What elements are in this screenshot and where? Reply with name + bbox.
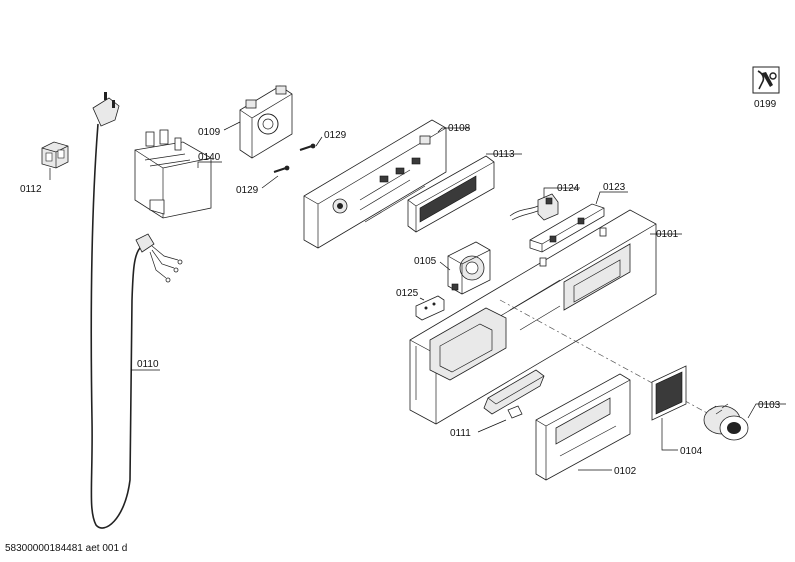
screw-0129-top xyxy=(299,143,316,151)
control-board-0108 xyxy=(303,119,447,249)
bracket-0109 xyxy=(239,85,293,159)
sensor-0124 xyxy=(509,193,559,221)
drawer-front-0102 xyxy=(535,373,631,481)
part-label-0111: 0111 xyxy=(450,428,471,439)
mains-cable-0110 xyxy=(90,92,183,529)
part-label-0123: 0123 xyxy=(603,182,626,193)
latch-0123 xyxy=(529,203,605,253)
suppressor-0140 xyxy=(134,129,212,219)
bezel-plate-0104 xyxy=(651,365,687,421)
clip-0112 xyxy=(41,141,69,169)
drawing-code: 58300000184481 aet 001 d xyxy=(5,543,127,554)
control-panel-0101 xyxy=(409,209,657,425)
display-module-0113 xyxy=(407,155,495,233)
part-label-0109: 0109 xyxy=(198,127,221,138)
part-label-0124: 0124 xyxy=(557,183,580,194)
part-label-0110: 0110 xyxy=(137,359,159,370)
knob-0103 xyxy=(703,403,749,441)
cover-0111 xyxy=(483,369,545,419)
selector-module-0105 xyxy=(447,241,491,295)
screw-0129-bottom xyxy=(273,165,290,173)
part-label-0105: 0105 xyxy=(414,256,437,267)
part-label-0199: 0199 xyxy=(754,99,777,110)
part-label-0140: 0140 xyxy=(198,152,221,163)
wrench-service-icon xyxy=(752,66,780,94)
part-label-0102: 0102 xyxy=(614,466,637,477)
part-label-0104: 0104 xyxy=(680,446,703,457)
part-label-0108: 0108 xyxy=(448,123,471,134)
part-label-0129-bottom: 0129 xyxy=(236,185,259,196)
part-label-0103: 0103 xyxy=(758,400,781,411)
part-label-0113: 0113 xyxy=(493,149,515,160)
part-label-0129-top: 0129 xyxy=(324,130,347,141)
pcb-0125 xyxy=(415,295,445,321)
part-label-0112: 0112 xyxy=(20,184,42,195)
part-label-0101: 0101 xyxy=(656,229,679,240)
part-label-0125: 0125 xyxy=(396,288,419,299)
